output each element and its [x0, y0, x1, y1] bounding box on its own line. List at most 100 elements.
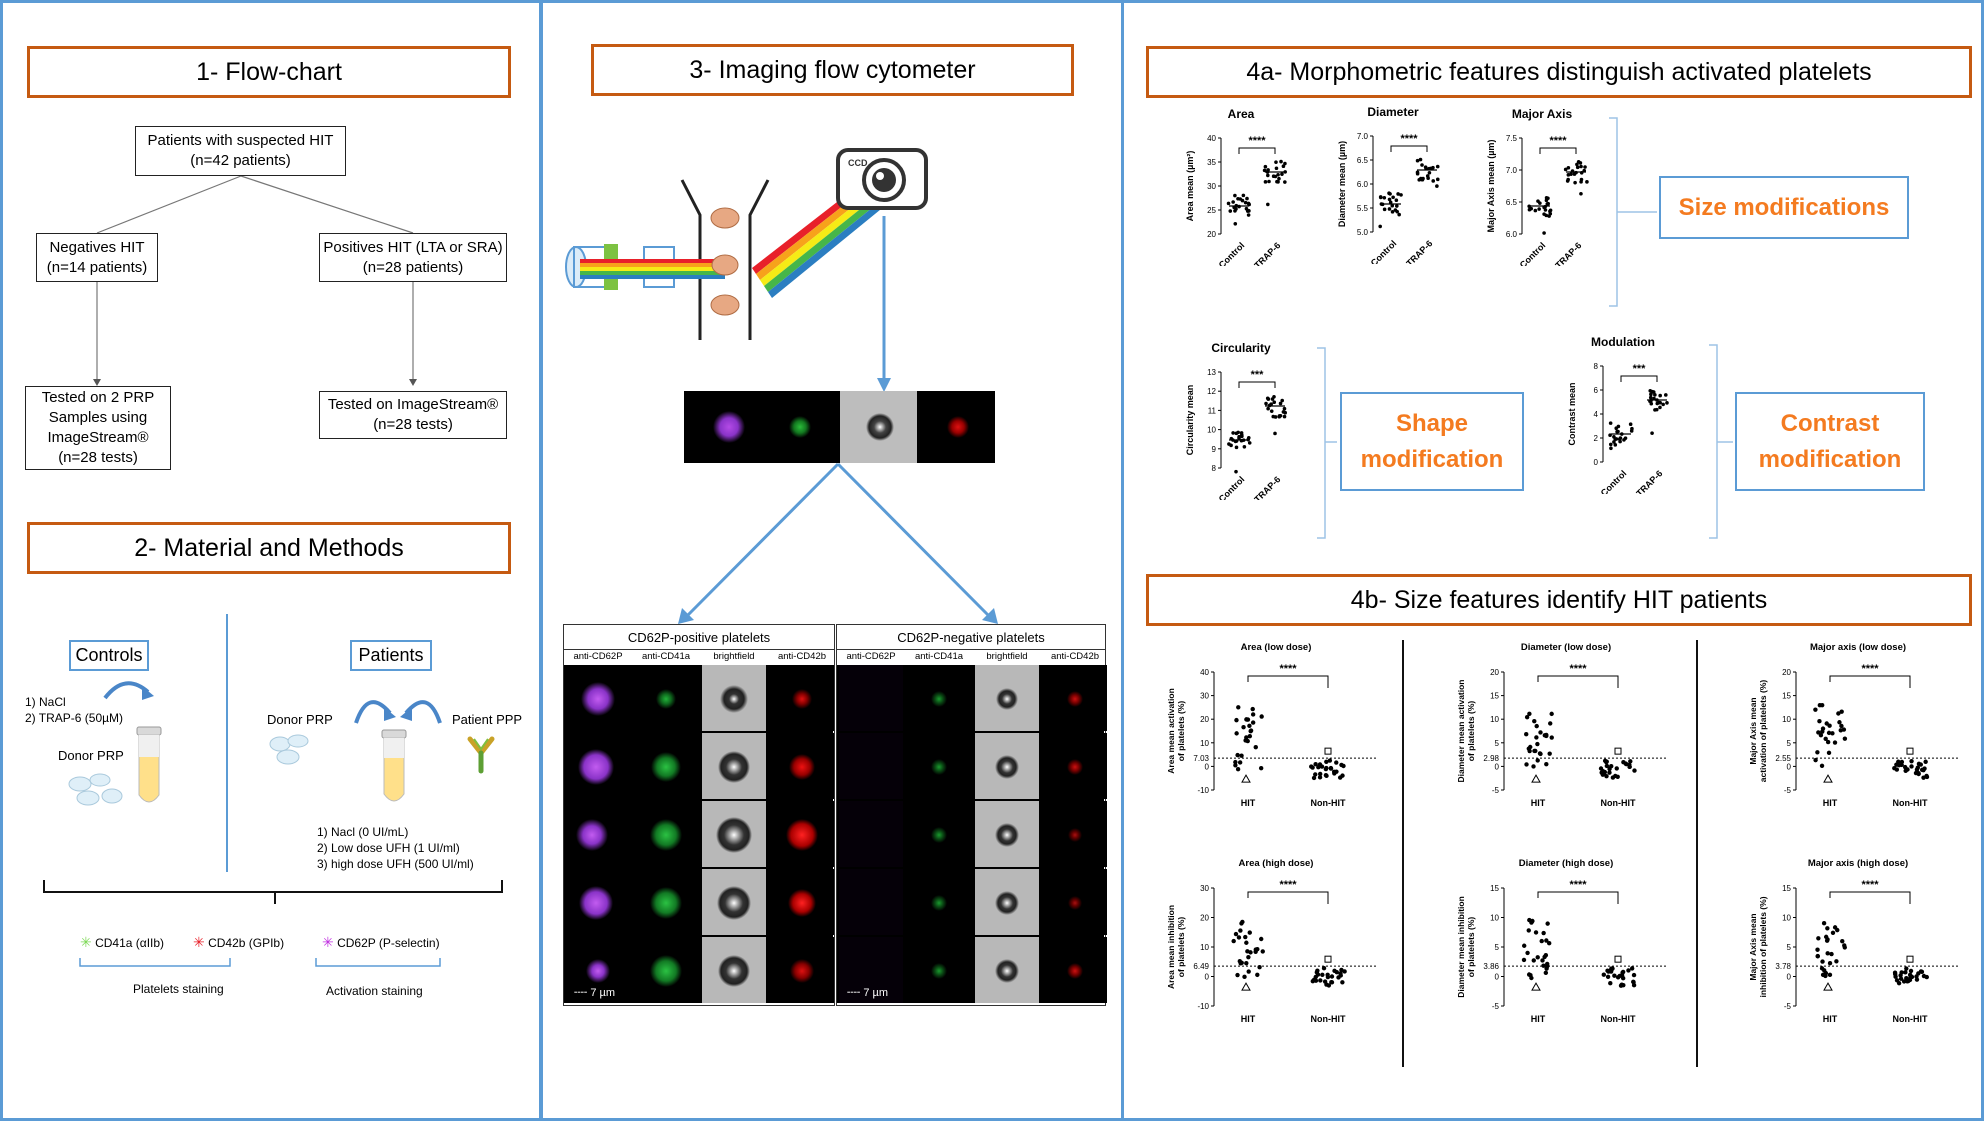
- data-point: [1273, 174, 1278, 179]
- data-point: [1334, 760, 1339, 765]
- flowchart-connectors: [93, 175, 417, 386]
- data-point: [1399, 193, 1403, 197]
- data-point: [1435, 164, 1440, 169]
- data-point: [1609, 446, 1613, 451]
- data-point: [1650, 431, 1654, 435]
- tick-label: 12: [1207, 387, 1216, 396]
- group-label: TRAP-6: [1634, 468, 1664, 494]
- data-point: [1543, 208, 1548, 212]
- data-point: [1532, 718, 1537, 724]
- data-point: [1235, 972, 1240, 978]
- negatives-line-2: (n=14 patients): [46, 258, 148, 276]
- tick-label: 6.5: [1357, 156, 1369, 165]
- data-point: [1396, 192, 1400, 196]
- data-point: [1664, 393, 1668, 397]
- data-point: [1228, 209, 1233, 213]
- data-point: [1579, 180, 1583, 184]
- data-point: [1282, 406, 1287, 411]
- data-point: [1231, 938, 1236, 944]
- marker-cd42b-label: CD42b (GPIb): [208, 936, 285, 950]
- outlier-marker: [1823, 982, 1833, 991]
- patients-label: Patients: [350, 640, 432, 671]
- data-point: [1827, 972, 1833, 978]
- group-label: HIT: [1241, 1014, 1256, 1024]
- data-point: [1320, 972, 1325, 978]
- data-point: [1435, 184, 1439, 188]
- group-label: Control: [1518, 240, 1548, 266]
- plot-title: Area: [1228, 107, 1255, 121]
- group-label: HIT: [1531, 798, 1546, 808]
- data-point: [1538, 730, 1543, 735]
- channel-header: anti-CD42b: [1050, 651, 1100, 662]
- image-cell: [1043, 733, 1107, 799]
- tick-label: 5: [1495, 943, 1500, 952]
- data-point: [1585, 180, 1589, 184]
- data-point: [1263, 180, 1268, 184]
- threshold-label: 3.78: [1775, 962, 1791, 971]
- data-point: [1819, 966, 1825, 971]
- threshold-label: 7.03: [1193, 754, 1209, 763]
- brightfield-channel: [840, 391, 917, 463]
- data-point: [1573, 180, 1577, 185]
- image-cell: [907, 937, 971, 1003]
- image-cell: [975, 937, 1039, 1003]
- tick-label: 7.5: [1506, 134, 1518, 143]
- data-point: [1394, 204, 1399, 208]
- donor-prp-left-label: Donor PRP: [58, 748, 124, 763]
- data-point: [1547, 214, 1551, 218]
- data-point: [1541, 930, 1546, 936]
- patient-step-2: 2) Low dose UFH (1 UI/ml): [317, 841, 460, 855]
- data-point: [1816, 730, 1821, 735]
- star-icon: ✳: [322, 934, 334, 950]
- patient-ppp-label: Patient PPP: [452, 712, 523, 727]
- data-point: [1235, 752, 1240, 758]
- data-point: [1236, 935, 1242, 940]
- data-point: [1614, 766, 1619, 771]
- data-point: [1916, 771, 1921, 776]
- data-point: [1246, 969, 1251, 974]
- threshold-label: 2.98: [1483, 754, 1499, 763]
- data-point: [1608, 981, 1613, 986]
- plot-title: Circularity: [1211, 341, 1271, 355]
- imaging-title: 3- Imaging flow cytometer: [591, 44, 1074, 96]
- data-point: [1328, 766, 1334, 771]
- data-point: [1826, 730, 1832, 736]
- data-point: [1539, 938, 1544, 944]
- negative-gallery: CD62P-negative platelets anti-CD62P anti…: [836, 624, 1107, 1006]
- data-point: [1259, 714, 1264, 719]
- image-cell: [566, 733, 630, 799]
- data-point: [1619, 973, 1625, 978]
- data-point: [1826, 750, 1832, 756]
- tick-label: -5: [1784, 1002, 1792, 1011]
- data-point: [1525, 950, 1530, 956]
- data-point: [1226, 201, 1231, 206]
- data-point: [1598, 766, 1604, 771]
- data-point: [1658, 405, 1662, 410]
- scale-bar: ╌╌ 7 µm: [574, 987, 615, 999]
- tick-label: 0: [1787, 973, 1792, 982]
- results-4b-divider: [1696, 640, 1698, 1067]
- data-point: [1338, 973, 1343, 978]
- data-point: [1604, 773, 1609, 779]
- data-point: [1243, 934, 1248, 940]
- tick-label: -10: [1197, 786, 1209, 795]
- data-point: [1565, 179, 1570, 183]
- data-point: [1840, 938, 1845, 944]
- tick-label: 5: [1787, 943, 1792, 952]
- data-point: [1909, 758, 1914, 764]
- data-point: [1823, 934, 1829, 940]
- group-label: Control: [1217, 474, 1247, 500]
- data-point: [1280, 172, 1284, 176]
- donor-prp-right-label: Donor PRP: [267, 712, 333, 727]
- data-point: [1549, 711, 1554, 717]
- tick-label: 0: [1594, 458, 1599, 467]
- channel-header: anti-CD41a: [641, 651, 691, 662]
- tick-label: 10: [1200, 739, 1209, 748]
- negative-gallery-title: CD62P-negative platelets: [837, 625, 1105, 650]
- significance-label: ****: [1549, 135, 1567, 147]
- data-point: [1629, 429, 1634, 433]
- data-point: [1537, 207, 1541, 211]
- image-cell: [839, 869, 903, 935]
- channel-header: brightfield: [713, 651, 755, 662]
- tick-label: 15: [1782, 884, 1791, 893]
